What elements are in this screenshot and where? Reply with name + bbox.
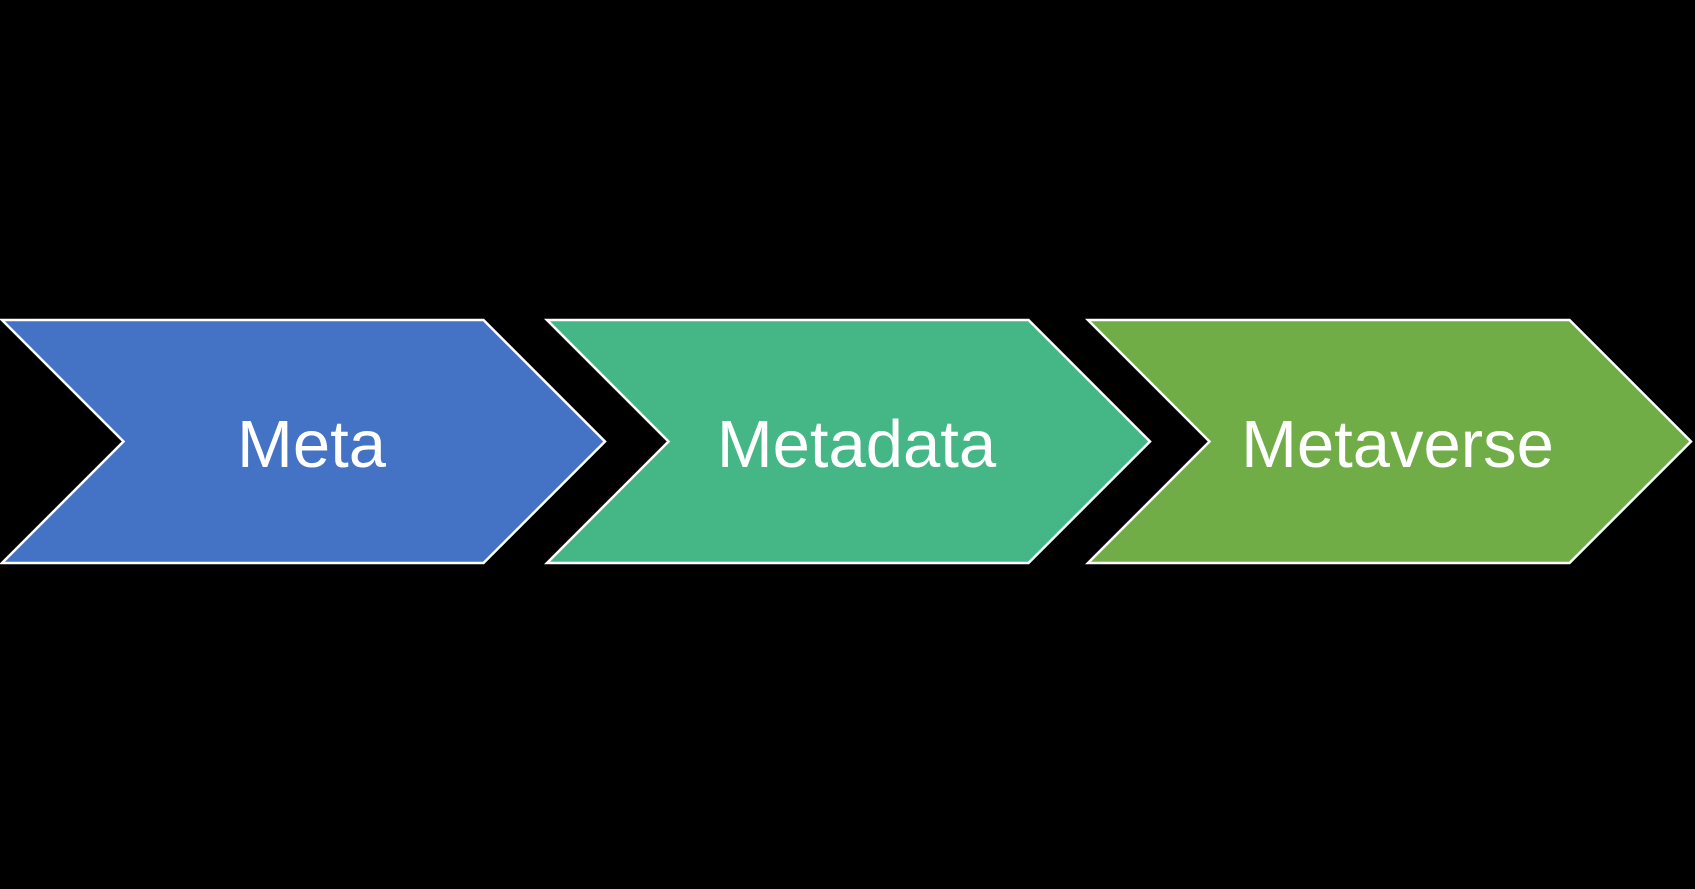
- chevron-shape-metaverse: [1084, 318, 1693, 565]
- chevron-shape-metadata: [543, 318, 1152, 565]
- chevron-shape-meta: [0, 318, 607, 565]
